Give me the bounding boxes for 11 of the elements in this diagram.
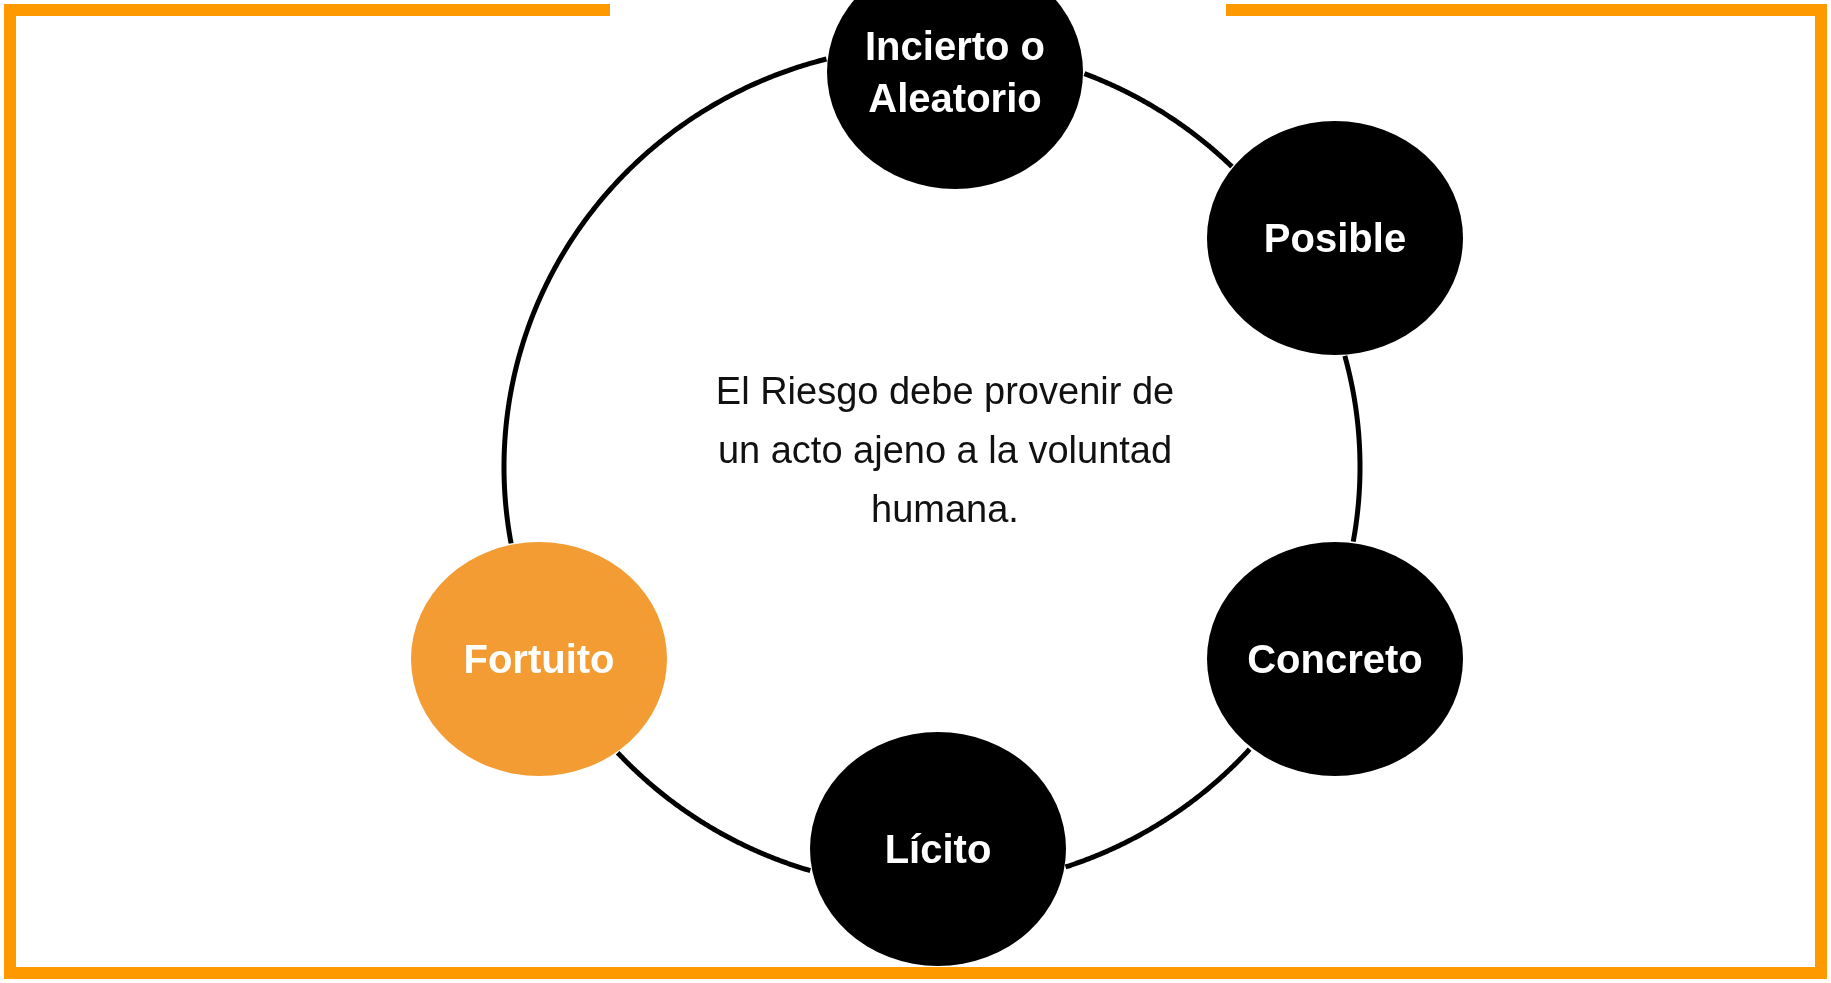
node-label: Lícito <box>884 826 992 873</box>
node-label: Incierto o Aleatorio <box>864 23 1046 122</box>
node-label: Concreto <box>1247 636 1423 683</box>
center-text: El Riesgo debe provenir de un acto ajeno a la voluntad humana. <box>714 369 1176 532</box>
connector-arc <box>1342 354 1363 543</box>
node-label: Posible <box>1263 215 1407 262</box>
connector-arc <box>1083 71 1234 169</box>
node-label: Fortuito <box>463 636 615 683</box>
connector-arc <box>615 751 812 873</box>
connector-arc <box>501 56 828 544</box>
connector-arc <box>1064 747 1252 870</box>
